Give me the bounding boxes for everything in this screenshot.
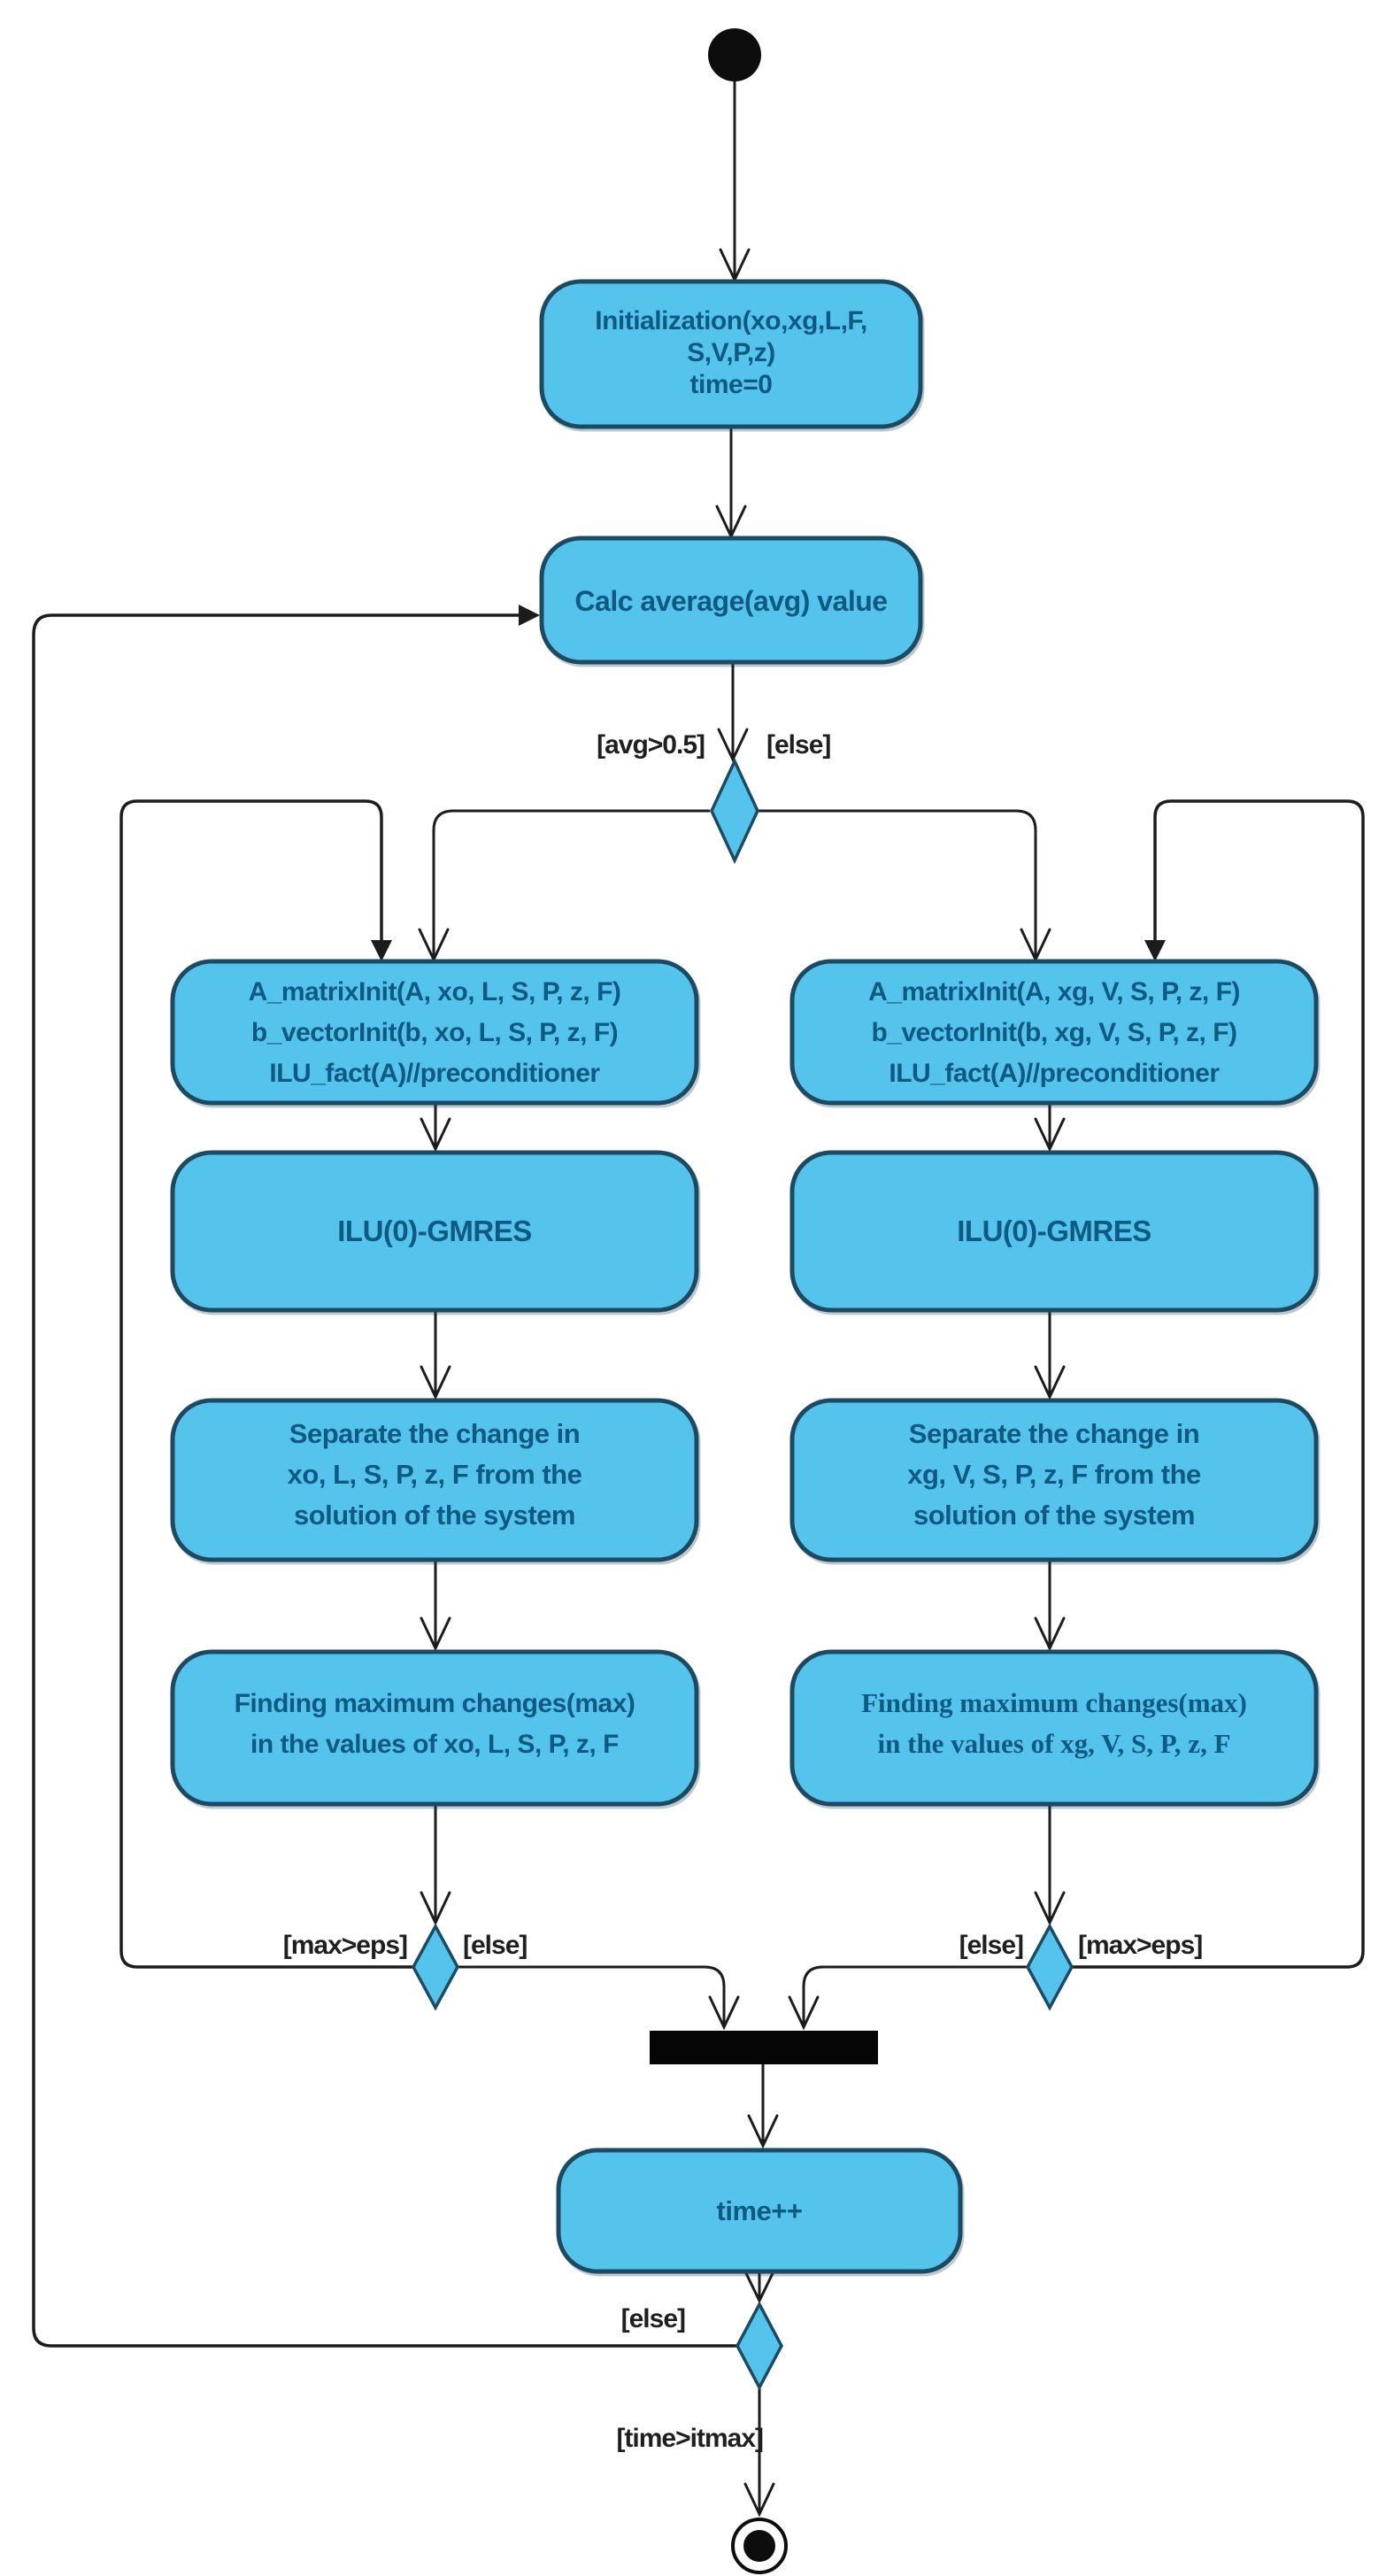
- arrowhead-open: [1034, 1117, 1066, 1153]
- activity-label: in the values of xo, L, S, P, z, F: [250, 1730, 619, 1759]
- guard-right-else: [else]: [959, 1931, 1023, 1960]
- arrowhead-open: [747, 2114, 779, 2149]
- guard-right-max: [max>eps]: [1078, 1931, 1202, 1960]
- guard-time-gt: [time>itmax]: [616, 2424, 763, 2453]
- activity-right-gmres: ILU(0)-GMRES: [789, 1150, 1319, 1313]
- guard-time-else: [else]: [621, 2304, 685, 2333]
- activity-label: Separate the change in: [289, 1418, 580, 1449]
- decision-time: [736, 2301, 783, 2391]
- activity-right-separate: Separate the change in xg, V, S, P, z, F…: [789, 1398, 1319, 1562]
- arrowhead-open: [1034, 1365, 1066, 1400]
- activity-label: Initialization(xo,xg,L,F,: [595, 306, 867, 335]
- arrowhead-open: [743, 2270, 775, 2304]
- arrowhead-filled: [371, 940, 392, 961]
- activity-label: xo, L, S, P, z, F from the: [288, 1459, 582, 1490]
- activity-label: solution of the system: [913, 1500, 1195, 1531]
- activity-label: ILU(0)-GMRES: [957, 1215, 1151, 1247]
- guard-avg-else: [else]: [766, 730, 830, 760]
- activity-left-matrix-init: A_matrixInit(A, xo, L, S, P, z, F) b_vec…: [170, 959, 699, 1106]
- start-node: [708, 28, 761, 81]
- edge-left-max-loop: [119, 799, 412, 1969]
- arrowhead-open: [420, 1365, 451, 1400]
- arrowhead-open: [717, 728, 749, 763]
- arrowhead-open: [1034, 1616, 1066, 1652]
- arrowhead-open: [420, 1117, 451, 1153]
- activity-right-finding-max: Finding maximum changes(max) in the valu…: [789, 1649, 1319, 1807]
- activity-label: in the values of xg, V, S, P, z, F: [877, 1728, 1230, 1759]
- activity-left-separate: Separate the change in xo, L, S, P, z, F…: [170, 1398, 699, 1562]
- activity-label: xg, V, S, P, z, F from the: [907, 1459, 1201, 1490]
- decision-left-max: [412, 1923, 459, 2011]
- edges: [32, 81, 1365, 2518]
- guard-left-else: [else]: [463, 1931, 527, 1960]
- edge-left-else-to-join: [458, 1965, 726, 2027]
- activity-label: Finding maximum changes(max): [235, 1689, 635, 1718]
- edge-avg-else-branch: [756, 809, 1037, 960]
- activity-label: A_matrixInit(A, xg, V, S, P, z, F): [868, 977, 1240, 1006]
- activity-label: S,V,P,z): [687, 338, 774, 367]
- activity-right-matrix-init: A_matrixInit(A, xg, V, S, P, z, F) b_vec…: [789, 959, 1319, 1106]
- activity-label: A_matrixInit(A, xo, L, S, P, z, F): [249, 977, 621, 1006]
- edge-right-max-loop: [1073, 799, 1365, 1969]
- arrowhead-filled: [519, 605, 540, 626]
- activity-label: b_vectorInit(b, xo, L, S, P, z, F): [251, 1018, 618, 1047]
- activity-label: Finding maximum changes(max): [861, 1687, 1247, 1718]
- arrowhead-open: [1034, 1891, 1066, 1926]
- activity-label: b_vectorInit(b, xg, V, S, P, z, F): [871, 1018, 1236, 1047]
- activity-calc-average: Calc average(avg) value: [539, 536, 923, 665]
- activity-initialization: Initialization(xo,xg,L,F, S,V,P,z) time=…: [539, 279, 923, 429]
- arrowhead-open: [420, 1891, 451, 1926]
- edge-right-else-to-join: [802, 1965, 1027, 2027]
- guard-left-max: [max>eps]: [283, 1931, 407, 1960]
- arrowhead-open: [420, 1616, 451, 1652]
- activity-label: ILU_fact(A)//preconditioner: [889, 1059, 1220, 1088]
- decision-right-max: [1026, 1923, 1074, 2011]
- end-node: [731, 2518, 788, 2574]
- arrowhead-open: [708, 1995, 740, 2031]
- activity-label: time=0: [690, 370, 773, 399]
- activity-label: ILU(0)-GMRES: [337, 1215, 532, 1247]
- join-bar: [650, 2031, 878, 2064]
- activity-left-gmres: ILU(0)-GMRES: [170, 1150, 699, 1313]
- activity-time-increment: time++: [556, 2148, 963, 2274]
- arrowhead-open: [743, 2482, 775, 2518]
- activity-label: Separate the change in: [909, 1418, 1199, 1449]
- activity-label: ILU_fact(A)//preconditioner: [269, 1059, 600, 1088]
- arrowhead-filled: [1144, 940, 1166, 961]
- arrowhead-open: [788, 1995, 820, 2031]
- guard-avg-gt: [avg>0.5]: [597, 730, 705, 760]
- edge-time-else-loop: [32, 613, 737, 2348]
- activity-label: solution of the system: [294, 1500, 575, 1531]
- activity-label: Calc average(avg) value: [574, 585, 887, 617]
- decision-avg: [710, 757, 759, 865]
- edge-avg-gt-branch: [432, 809, 710, 960]
- activity-label: time++: [717, 2195, 803, 2226]
- activity-left-finding-max: Finding maximum changes(max) in the valu…: [170, 1649, 699, 1807]
